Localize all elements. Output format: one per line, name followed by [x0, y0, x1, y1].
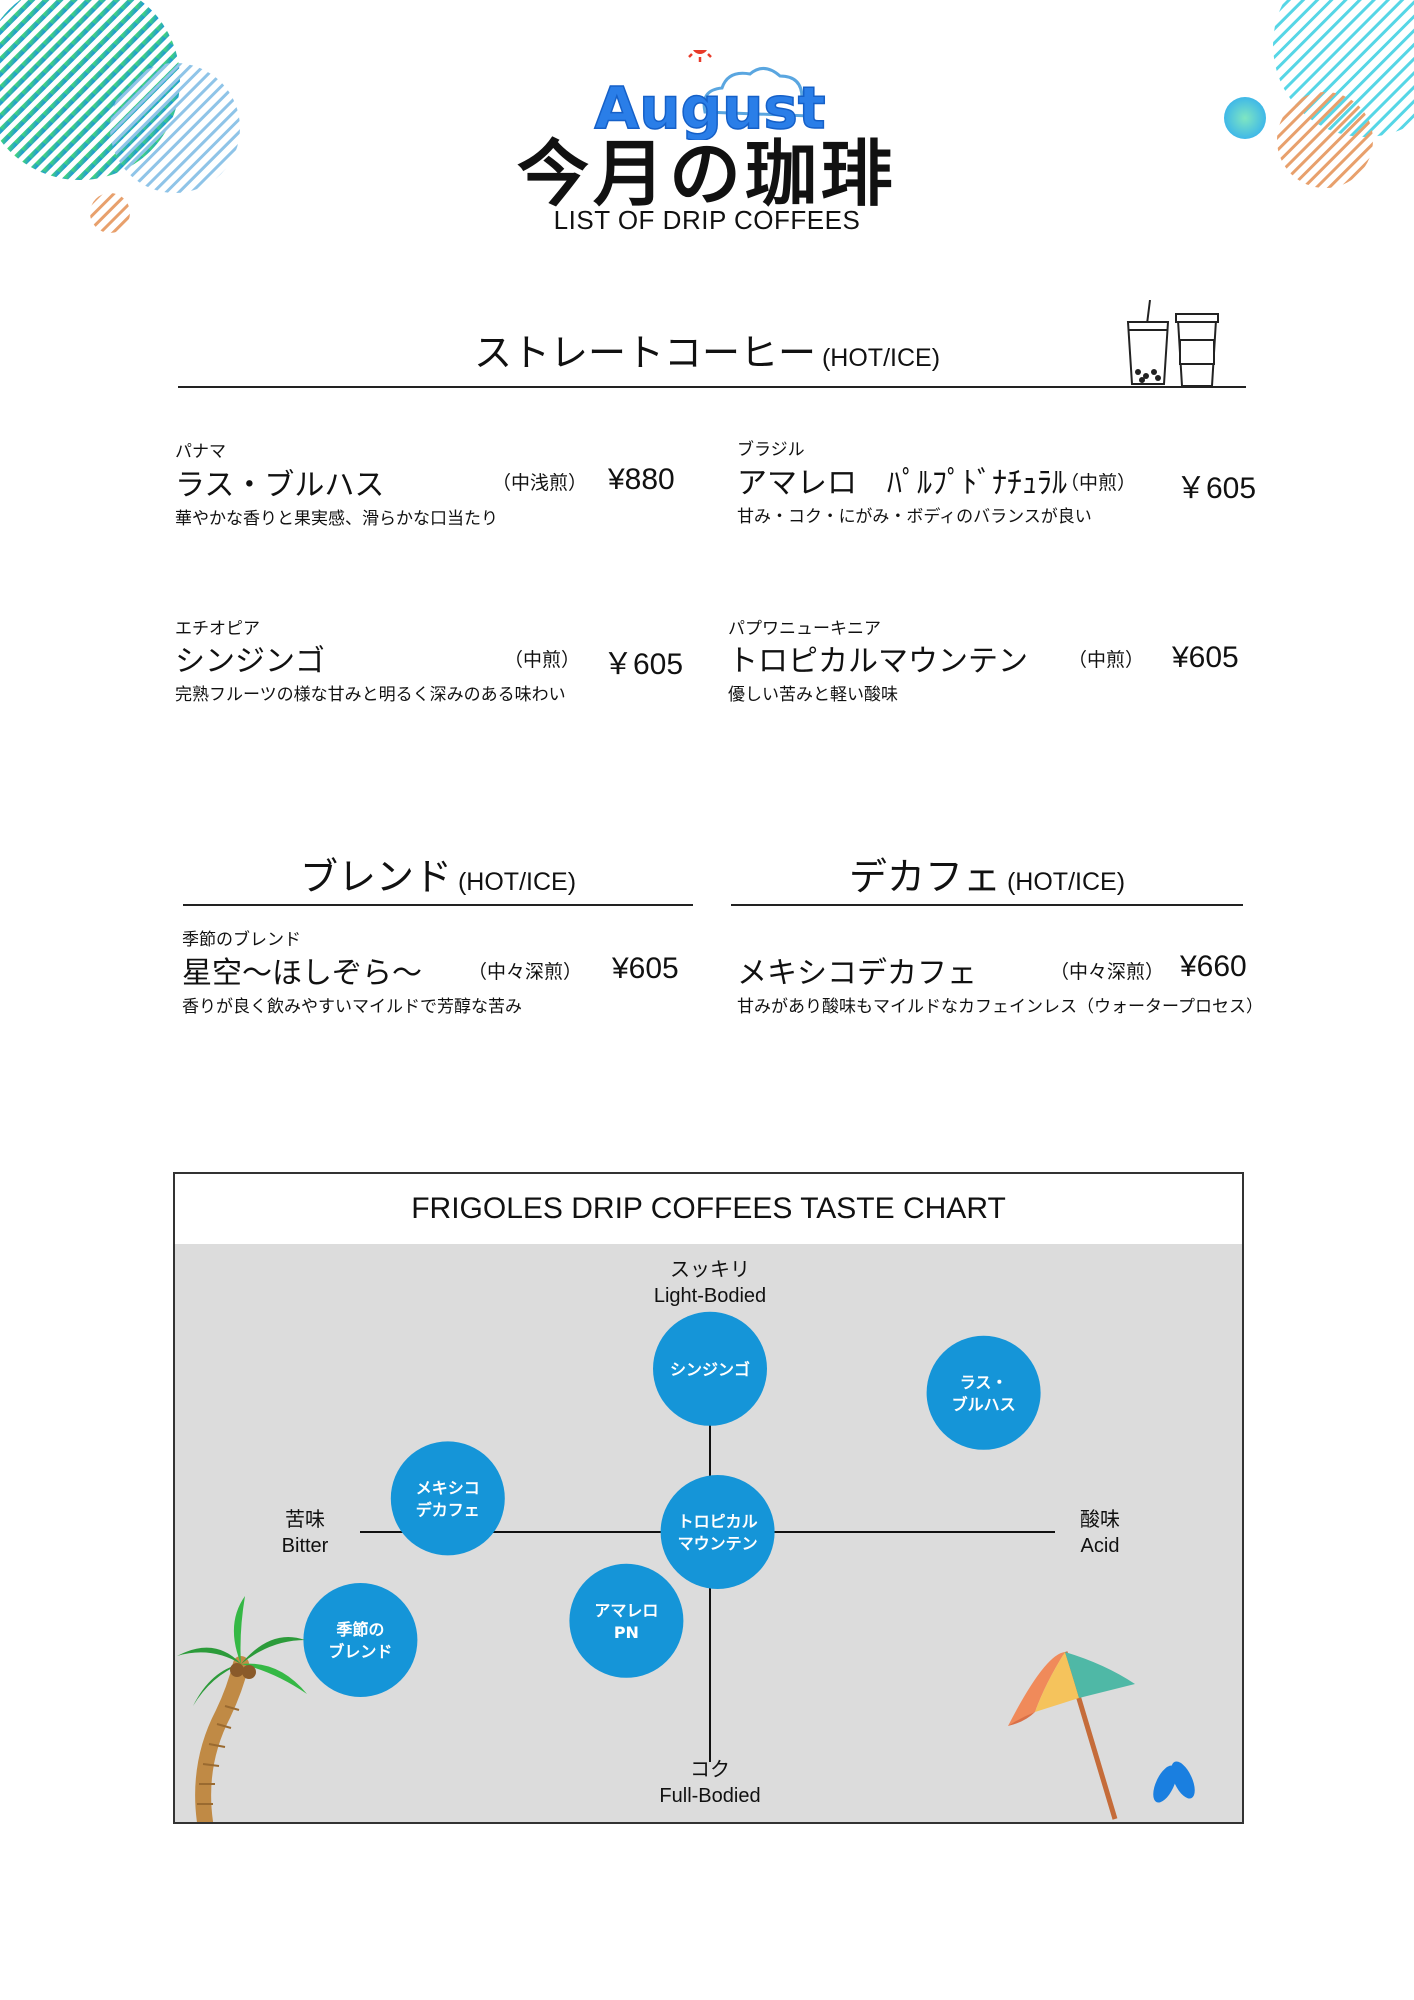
axis-label-ja: スッキリ [670, 1257, 750, 1281]
taste-chart: FRIGOLES DRIP COFFEES TASTE CHART シンジンゴラ… [173, 1172, 1244, 1824]
sun-icon [688, 50, 712, 62]
bubble-label: ブレンド [328, 1642, 392, 1661]
section-title-text: デカフェ [848, 855, 1001, 899]
bubble-label: マウンテン [678, 1534, 758, 1553]
bubble-label: トロピカル [678, 1512, 758, 1531]
item-roast: （中煎） [1060, 472, 1137, 494]
bubble-circle [390, 1441, 505, 1556]
item-origin: エチオピア [175, 619, 260, 639]
chart-plot-area: シンジンゴラス・ブルハスメキシコデカフェトロピカルマウンテン季節のブレンドアマレ… [175, 1244, 1242, 1822]
item-origin: パプワニューキニア [728, 619, 881, 639]
bubble-circle [926, 1335, 1041, 1450]
item-name: ラス・ブルハス [175, 468, 385, 503]
item-roast: （中煎） [504, 649, 581, 671]
item-description: 華やかな香りと果実感、滑らかな口当たり [175, 509, 498, 529]
item-roast: （中煎） [1068, 649, 1145, 671]
axis-label-right: 酸味 Acid [1045, 1506, 1155, 1560]
section-divider [731, 904, 1243, 906]
bubble-circle [660, 1475, 775, 1589]
bubble-label: 季節の [335, 1620, 384, 1639]
section-divider [178, 386, 1246, 388]
section-blend-title: ブレンド(HOT/ICE) [183, 846, 693, 901]
item-description: 甘みがあり酸味もマイルドなカフェインレス（ウォータープロセス） [737, 997, 1263, 1017]
bubble-point: シンジンゴ [653, 1311, 767, 1426]
bubble-label: ラス・ [960, 1373, 1008, 1392]
bubble-label: PN [614, 1623, 639, 1642]
month-text: August [594, 74, 825, 140]
item-roast: （中浅煎） [492, 472, 588, 494]
axis-label-bottom: コク Full-Bodied [610, 1756, 810, 1810]
cloud-icon [702, 67, 814, 118]
axis-label-en: Bitter [281, 1535, 329, 1557]
item-name: メキシコデカフェ [737, 956, 977, 991]
bubble-group: シンジンゴラス・ブルハスメキシコデカフェトロピカルマウンテン季節のブレンドアマレ… [303, 1311, 1041, 1697]
axis-label-ja: 苦味 [285, 1507, 325, 1531]
section-decaf-title: デカフェ(HOT/ICE) [731, 846, 1243, 901]
item-name: 星空〜ほしぞら〜 [182, 956, 422, 991]
item-description: 香りが良く飲みやすいマイルドで芳醇な苦み [182, 997, 522, 1017]
bubble-point: トロピカルマウンテン [660, 1475, 775, 1589]
item-price: ￥605 [603, 648, 684, 681]
item-price: ¥660 [1180, 950, 1247, 983]
axis-label-ja: コク [690, 1757, 730, 1781]
axis-label-ja: 酸味 [1080, 1507, 1120, 1531]
palm-tree-icon [177, 1596, 307, 1822]
drink-cups-icon [1126, 300, 1219, 387]
bubble-point: 季節のブレンド [303, 1583, 418, 1697]
section-tag: (HOT/ICE) [821, 344, 941, 372]
item-price: ￥605 [1176, 472, 1257, 505]
item-roast: （中々深煎） [468, 961, 583, 983]
item-name: アマレロ ﾊﾟﾙﾌﾟﾄﾞﾅﾁｭﾗﾙ [737, 466, 1067, 501]
item-description: 甘み・コク・にがみ・ボディのバランスが良い [737, 507, 1092, 527]
chart-svg: シンジンゴラス・ブルハスメキシコデカフェトロピカルマウンテン季節のブレンドアマレ… [177, 1311, 1195, 1822]
axis-label-en: Full-Bodied [659, 1785, 761, 1807]
item-price: ¥605 [612, 952, 679, 985]
section-tag: (HOT/ICE) [1006, 868, 1126, 896]
page-subtitle: LIST OF DRIP COFFEES [553, 205, 861, 235]
bubble-point: ラス・ブルハス [926, 1335, 1041, 1450]
section-title-text: ストレートコーヒー [473, 331, 816, 375]
item-origin: パナマ [175, 442, 226, 462]
item-origin: 季節のブレンド [182, 930, 301, 950]
bubble-label: アマレロ [594, 1601, 658, 1620]
bubble-label: メキシコ [416, 1478, 480, 1497]
flip-flops-icon [1153, 1761, 1195, 1803]
item-description: 完熟フルーツの様な甘みと明るく深みのある味わい [175, 685, 566, 705]
axis-label-en: Light-Bodied [653, 1285, 767, 1307]
axis-label-en: Acid [1080, 1535, 1120, 1557]
axis-label-left: 苦味 Bitter [250, 1506, 360, 1560]
section-title-text: ブレンド [299, 855, 452, 899]
item-description: 優しい苦みと軽い酸味 [728, 685, 898, 705]
item-roast: （中々深煎） [1050, 961, 1165, 983]
page-title: 今月の珈琲 [516, 132, 897, 216]
bubble-label: シンジンゴ [670, 1360, 750, 1379]
section-straight-title: ストレートコーヒー(HOT/ICE) [0, 322, 1414, 377]
bubble-circle [569, 1563, 684, 1678]
item-price: ¥880 [608, 463, 675, 496]
item-price: ¥605 [1172, 641, 1239, 674]
bubble-circle [653, 1311, 767, 1426]
bubble-circle [303, 1583, 418, 1697]
axis-label-top: スッキリ Light-Bodied [610, 1256, 810, 1310]
bubble-label: デカフェ [416, 1500, 480, 1519]
beach-umbrella-icon [1008, 1651, 1135, 1820]
month-logo: August [594, 50, 826, 140]
bubble-point: アマレロ PN [569, 1563, 684, 1678]
section-divider [183, 904, 693, 906]
chart-title: FRIGOLES DRIP COFFEES TASTE CHART [411, 1192, 1006, 1225]
item-name: トロピカルマウンテン [728, 644, 1028, 679]
item-origin: ブラジル [737, 440, 805, 460]
bubble-point: メキシコデカフェ [390, 1441, 505, 1556]
bubble-label: ブルハス [952, 1395, 1016, 1414]
item-name: シンジンゴ [175, 644, 325, 679]
section-tag: (HOT/ICE) [457, 868, 577, 896]
